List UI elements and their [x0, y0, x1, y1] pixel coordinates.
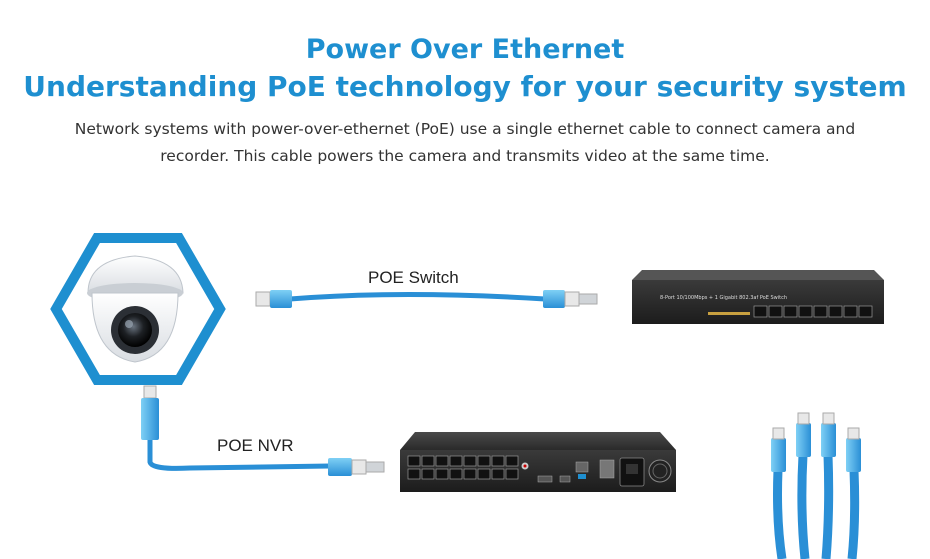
dome-camera-icon — [87, 255, 184, 363]
page-subtitle: Understanding PoE technology for your se… — [23, 70, 907, 103]
description-line-2: recorder. This cable powers the camera a… — [160, 147, 770, 165]
nvr-recorder-device — [400, 432, 676, 492]
nvr-ethernet-cable — [141, 385, 385, 476]
poe-switch-label: POE Switch — [368, 268, 459, 287]
poe-nvr-label: POE NVR — [217, 436, 294, 455]
switch-model-text: 8-Port 10/100Mbps + 1 Gigabit 802.3af Po… — [660, 295, 787, 301]
poe-switch-device: 8-Port 10/100Mbps + 1 Gigabit 802.3af Po… — [632, 270, 884, 324]
ethernet-cables-bundle — [771, 412, 861, 559]
switch-ethernet-cable — [255, 290, 598, 308]
description-line-1: Network systems with power-over-ethernet… — [74, 120, 856, 138]
page-title: Power Over Ethernet — [305, 34, 625, 65]
camera-hexagon — [50, 233, 226, 385]
